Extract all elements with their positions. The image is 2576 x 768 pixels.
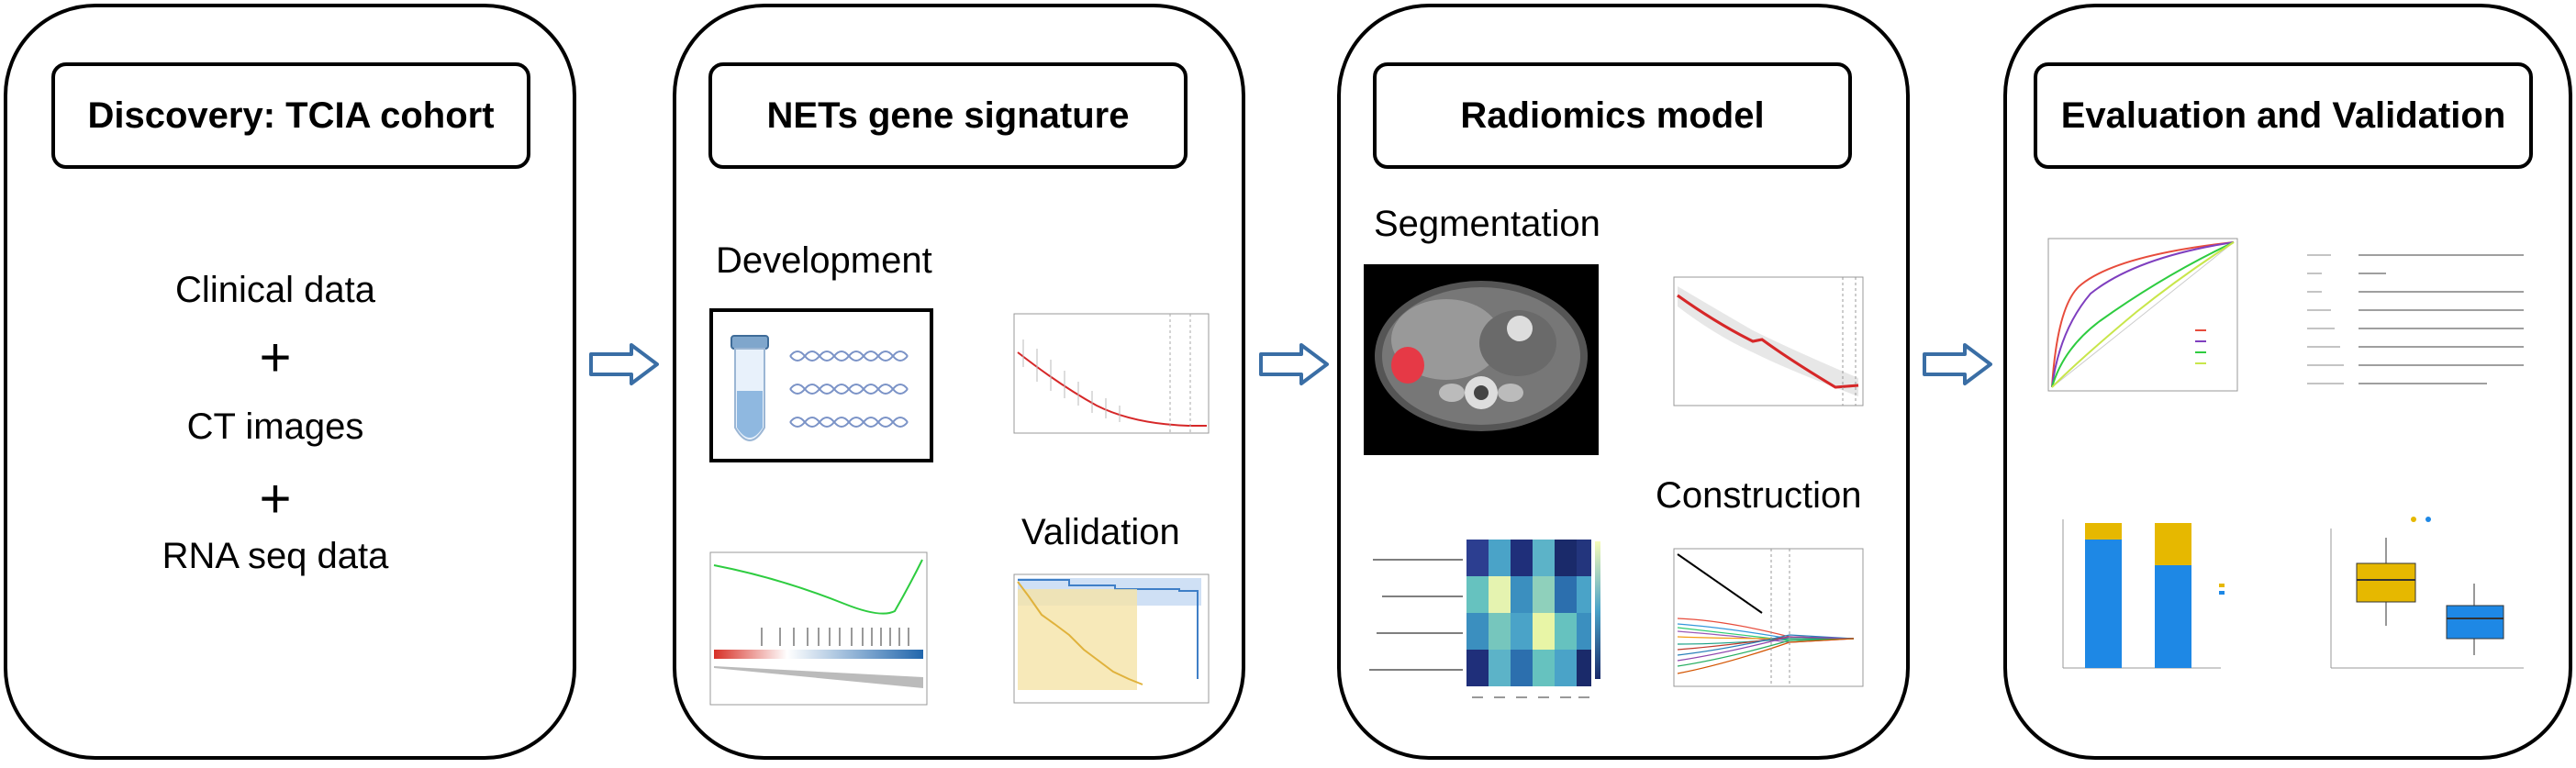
ct-scan-image [1364, 264, 1599, 455]
section-development-label: Development [716, 240, 932, 281]
box-plot-thumbnail [2330, 517, 2524, 669]
lasso-cv-plot-thumbnail [1013, 313, 1210, 434]
gsea-enrichment-plot-thumbnail [709, 551, 928, 706]
km-survival-plot-thumbnail [1013, 573, 1210, 704]
lab-tube-dna-figure [709, 308, 933, 462]
plus-sign-2: + [259, 468, 292, 529]
item-ct-images: CT images [186, 406, 364, 447]
panel-radiomics-title: Radiomics model [1373, 62, 1852, 169]
roc-curves-thumbnail [2047, 238, 2238, 392]
nomogram-thumbnail [2307, 254, 2524, 384]
plus-sign-1: + [259, 327, 292, 388]
panel-evaluation-title: Evaluation and Validation [2034, 62, 2533, 169]
section-construction-label: Construction [1656, 475, 1862, 516]
section-validation-label: Validation [1021, 512, 1180, 552]
stacked-bar-chart-thumbnail [2062, 519, 2225, 669]
flow-arrow-icon-2 [1259, 343, 1329, 385]
section-segmentation-label: Segmentation [1374, 204, 1600, 244]
lasso-coefficient-path-thumbnail [1673, 548, 1864, 687]
item-rna-seq-data: RNA seq data [162, 536, 389, 576]
flow-arrow-icon-1 [589, 343, 659, 385]
feature-heatmap-thumbnail [1369, 540, 1600, 698]
panel-nets-title: NETs gene signature [708, 62, 1188, 169]
radiomics-lasso-cv-plot-thumbnail [1673, 276, 1864, 406]
flow-arrow-icon-3 [1923, 343, 1992, 385]
panel-discovery-title: Discovery: TCIA cohort [51, 62, 530, 169]
item-clinical-data: Clinical data [175, 270, 375, 310]
